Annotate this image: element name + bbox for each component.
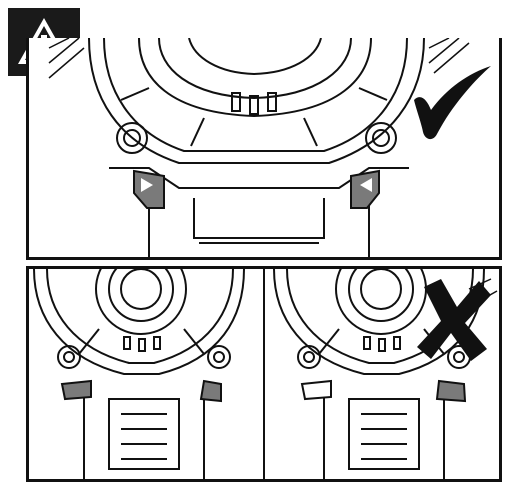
tool-head-correct-illustration — [48, 38, 491, 257]
cross-icon — [417, 279, 491, 361]
checkmark-icon — [414, 66, 491, 140]
tool-head-comparison-illustration — [33, 269, 498, 479]
tool-head-left — [33, 269, 245, 479]
panel-correct — [26, 38, 502, 260]
panel-comparison — [26, 266, 502, 482]
tool-head-right — [273, 269, 498, 479]
